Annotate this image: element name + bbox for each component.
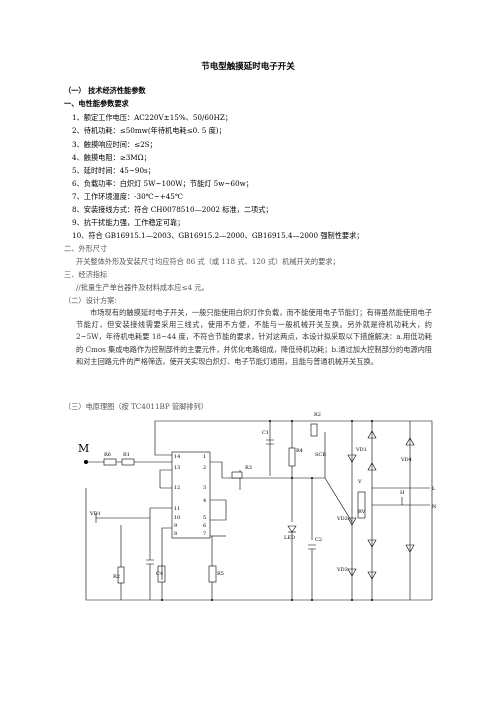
pin-right-4: 4	[203, 498, 206, 504]
circuit-nodes	[161, 420, 373, 601]
label-R4: R4	[296, 448, 303, 454]
page-title: 节电型触摸延时电子开关	[201, 62, 295, 72]
label-R3: R3	[245, 465, 252, 471]
label-L: L	[432, 486, 436, 492]
spec-item-3: 3、触摸响应时间：≤2S；	[72, 140, 157, 149]
spec-item-7: 7、工作环境温度：-30℃~+45℃	[72, 192, 183, 201]
section1-heading: （一） 技术经济性能参数	[64, 86, 146, 95]
label-R2-top: R2	[314, 412, 321, 418]
section1-sub3-text: //批量生产单台器件及材料成本应≤4 元。	[76, 283, 209, 292]
spec-item-2: 2、待机功耗：≤50mw(年待机电耗≤0. 5 度)；	[72, 126, 226, 135]
label-C4: C4	[156, 571, 163, 577]
label-LED: LED	[284, 535, 295, 541]
section1-sub2: 二、外形尺寸	[64, 244, 108, 253]
pin-right-3: 3	[203, 485, 206, 491]
label-M: M	[78, 442, 89, 455]
label-C1: C1	[262, 430, 269, 436]
label-H: H	[400, 490, 405, 496]
pin-right-1: 1	[203, 454, 206, 460]
pin-left-13: 13	[174, 465, 180, 471]
spec-item-10: 10、符合 GB16915.1—2003、GB16915.2—2000、GB16…	[72, 231, 364, 240]
section1-sub2-text: 开关整体外形及安装尺寸均应符合 86 式（或 118 式、120 式）机械开关的…	[76, 257, 340, 266]
label-VD1-right: VD1	[355, 447, 367, 453]
pin-right-2: 2	[203, 465, 206, 471]
pin-left-14: 14	[174, 454, 180, 460]
pin-left-10: 10	[174, 515, 180, 521]
spec-item-8: 8、安装接线方式：符合 CH0078510—2002 标准，二项式；	[72, 205, 273, 214]
pin-left-9: 9	[174, 523, 177, 529]
label-VD3: VD3	[336, 567, 348, 573]
label-RV: RV	[358, 509, 366, 515]
spec-item-1: 1、额定工作电压：AC220V±15%、50/60HZ；	[72, 113, 233, 122]
label-VD2: VD2	[336, 516, 348, 522]
section1-sub3: 三、经济指标	[64, 270, 108, 279]
section2-heading: （二）设计方案:	[64, 296, 117, 305]
pin-left-11: 11	[174, 506, 180, 512]
label-R5: R5	[217, 571, 224, 577]
ic-pin-numbers: 14 13 12 11 10 9 8 1 2 3 4 5 6 7	[174, 454, 206, 537]
label-R6: R6	[104, 452, 111, 458]
pin-left-12: 12	[174, 485, 180, 491]
spec-item-6: 6、负载功率：白炽灯 5W~100W；节能灯 5w~60w；	[72, 179, 253, 188]
pin-right-6: 6	[203, 523, 206, 529]
label-V: V	[357, 479, 362, 485]
label-SCR: SCR	[315, 452, 326, 458]
spec-item-5: 5、延时时间：45~90s；	[72, 166, 155, 175]
circuit-wires	[85, 420, 433, 601]
touch-pad-dot	[84, 460, 88, 464]
section3-heading: （三）电原理图（按 TC4011BP 管脚排列）	[64, 402, 208, 411]
label-VD4: VD4	[400, 457, 412, 463]
label-R1: R1	[123, 452, 130, 458]
section1-sub1: 一、电性能参数要求	[64, 99, 129, 108]
spec-item-4: 4、触摸电阻：≥3MΩ；	[72, 153, 151, 162]
label-VD1: VD1	[89, 511, 101, 517]
design-paragraph: 市场现有的触摸延时电子开关，一般只能使用白炽灯作负载，而不能使用电子节能灯；有得…	[76, 308, 432, 366]
spec-item-9: 9、抗干扰能力强，工作稳定可靠；	[72, 218, 185, 227]
label-C2: C2	[315, 537, 322, 543]
pin-right-5: 5	[203, 515, 206, 521]
label-N: N	[432, 504, 437, 510]
pin-left-8: 8	[174, 531, 177, 537]
pin-right-7: 7	[203, 531, 206, 537]
label-R2: R2	[113, 574, 120, 580]
